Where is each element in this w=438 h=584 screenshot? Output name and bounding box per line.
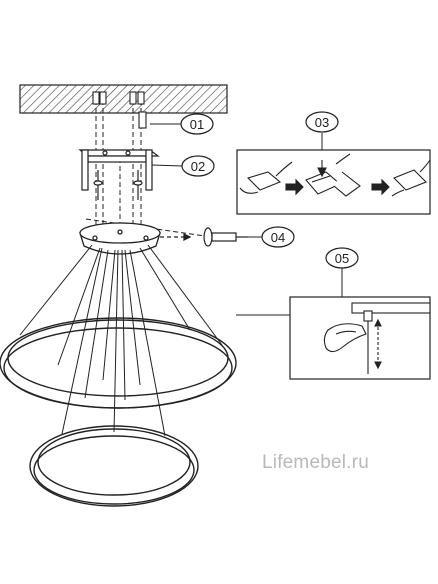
callout-03-label: 03 — [315, 115, 329, 130]
callout-02-label: 02 — [191, 159, 205, 174]
callout-05: 05 — [325, 247, 359, 269]
callout-01-label: 01 — [190, 117, 204, 132]
set-screw — [160, 227, 248, 247]
mounting-bracket — [78, 149, 160, 200]
callout-05-label: 05 — [335, 251, 349, 266]
watermark: Lifemebel.ru — [262, 452, 369, 473]
lower-ring — [29, 425, 199, 507]
callout-04-label: 04 — [271, 230, 285, 245]
arrow-right-icon — [285, 178, 304, 196]
canopy — [79, 222, 161, 255]
leader-lines — [150, 123, 343, 316]
ceiling-plate — [19, 84, 228, 114]
callout-01: 01 — [180, 113, 214, 135]
arrow-right-icon — [371, 178, 390, 196]
callout-04: 04 — [261, 226, 295, 248]
callout-02: 02 — [181, 155, 215, 177]
detail-panel-adjustment — [289, 296, 431, 380]
callout-03: 03 — [305, 111, 339, 133]
suspension-cables — [19, 244, 223, 437]
detail-panel-wiring — [236, 149, 431, 215]
ceiling-screws — [92, 91, 147, 129]
upper-ring — [0, 317, 237, 409]
